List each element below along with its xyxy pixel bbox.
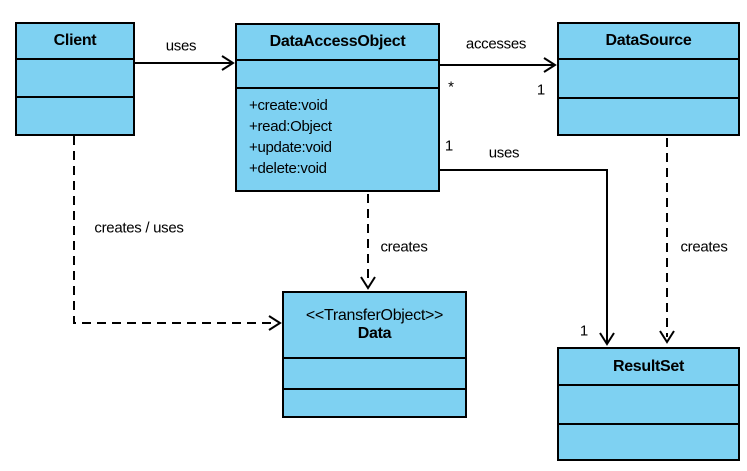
class-name: ResultSet — [612, 357, 685, 375]
class-name: Data — [357, 325, 392, 342]
class-datasource-operations — [559, 99, 738, 134]
dao-datasource-arrowhead — [543, 57, 557, 73]
class-dataaccessobject-operations: +create:void +read:Object +update:void +del… — [237, 89, 438, 190]
class-resultset: ResultSet — [557, 347, 740, 461]
class-stereotype: <<TransferObject>> — [305, 307, 444, 324]
class-name: DataSource — [605, 32, 692, 49]
edge-label-uses-client-dao: uses — [165, 37, 197, 55]
method-item: +delete:void — [249, 160, 327, 177]
dao-data-arrowhead — [360, 276, 376, 290]
class-dataaccessobject-attributes — [237, 61, 438, 89]
class-datasource-title: DataSource — [559, 24, 738, 60]
edge-label-accesses: accesses — [465, 35, 527, 53]
class-client-attributes — [17, 60, 133, 98]
class-datasource-attributes — [559, 60, 738, 99]
class-resultset-title: ResultSet — [559, 349, 738, 386]
class-client-title: Client — [17, 24, 133, 60]
dao-resultset-line — [440, 169, 608, 343]
class-dataaccessobject-title: DataAccessObject — [237, 25, 438, 61]
multiplicity-one-resultset: 1 — [579, 322, 589, 340]
class-name: Client — [53, 32, 97, 49]
method-item: +read:Object — [249, 118, 332, 135]
multiplicity-star-dao: * — [448, 78, 454, 96]
dao-resultset-arrowhead — [599, 332, 615, 346]
datasource-resultset-arrowhead — [659, 330, 675, 344]
client-data-line — [73, 136, 271, 324]
class-data: <<TransferObject>> Data — [282, 291, 467, 418]
class-resultset-attributes — [559, 386, 738, 425]
client-dao-arrowhead — [221, 55, 235, 71]
method-item: +update:void — [249, 139, 332, 156]
edge-label-creates-datasource-resultset: creates — [680, 238, 728, 256]
class-client: Client — [15, 22, 135, 136]
class-resultset-operations — [559, 425, 738, 459]
class-client-operations — [17, 98, 133, 134]
method-item: +create:void — [249, 97, 328, 114]
class-data-title: <<TransferObject>> Data — [284, 293, 465, 359]
client-data-arrowhead — [268, 315, 282, 331]
edge-label-creates-uses: creates / uses — [94, 219, 184, 237]
class-datasource: DataSource — [557, 22, 740, 136]
class-name: DataAccessObject — [269, 33, 406, 50]
class-data-attributes — [284, 359, 465, 390]
class-data-operations — [284, 390, 465, 416]
multiplicity-one-datasource: 1 — [536, 81, 546, 99]
class-dataaccessobject: DataAccessObject +create:void +read:Objec… — [235, 23, 440, 192]
edge-label-uses-dao-resultset: uses — [488, 144, 520, 162]
edge-label-creates-dao-data: creates — [380, 238, 428, 256]
multiplicity-one-dao: 1 — [444, 137, 454, 155]
